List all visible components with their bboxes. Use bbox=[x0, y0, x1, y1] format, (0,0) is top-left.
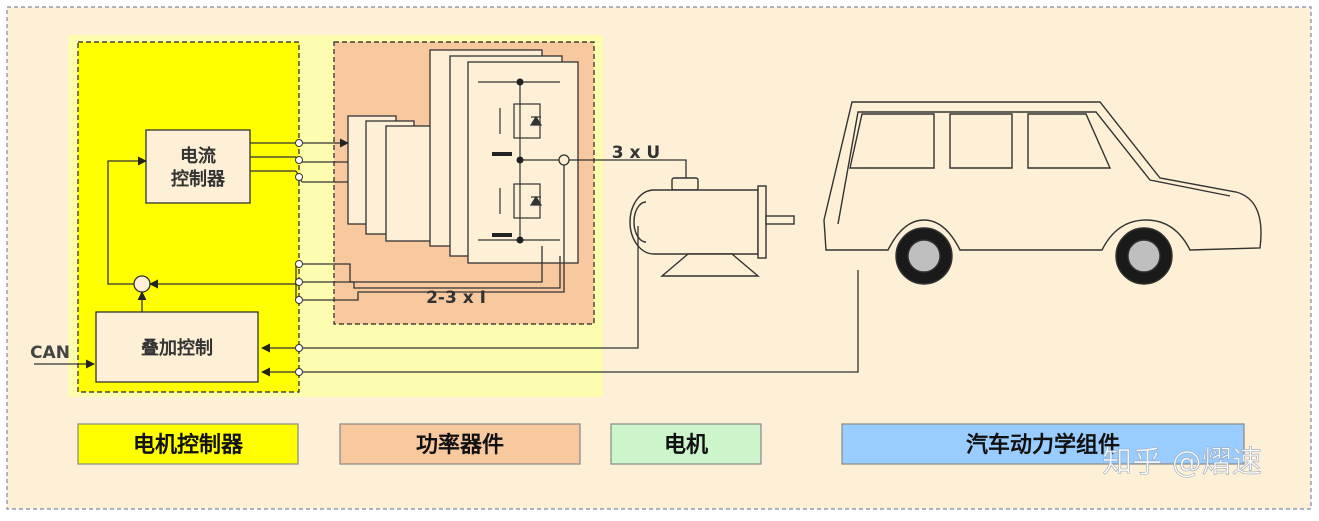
motor-icon bbox=[629, 177, 795, 277]
current-controller-label-line1: 电流 bbox=[180, 145, 216, 167]
gate-driver-stack bbox=[347, 115, 435, 242]
superposition-control-label: 叠加控制 bbox=[141, 337, 213, 359]
legend-vehicle-dynamics-label: 汽车动力学组件 bbox=[966, 432, 1120, 458]
inverter-nodes bbox=[492, 78, 524, 244]
gate-signal-terminals bbox=[295, 139, 303, 181]
current-feedback-lines bbox=[149, 165, 565, 301]
current-controller-label-line2: 控制器 bbox=[171, 168, 226, 190]
summing-junction bbox=[133, 275, 151, 293]
current-label: 2-3 x I bbox=[426, 288, 486, 308]
legend-motor-controller-swatch bbox=[77, 423, 299, 465]
legend-power-devices-label: 功率器件 bbox=[416, 432, 504, 458]
voltage-output-line bbox=[569, 159, 687, 178]
legend-motor-label: 电机 bbox=[664, 433, 708, 458]
feedback-terminals bbox=[295, 344, 303, 376]
legend-vehicle-dynamics-swatch bbox=[841, 423, 1245, 465]
current-sensor bbox=[558, 154, 570, 166]
current-feedback-terminals bbox=[295, 260, 303, 304]
vehicle-feedback-lines bbox=[34, 226, 859, 377]
can-label: CAN bbox=[30, 343, 70, 363]
legend-power-devices-swatch bbox=[339, 423, 581, 465]
feedback-loop-lines bbox=[107, 156, 147, 312]
legend: 电机控制器 功率器件 电机 汽车动力学组件 bbox=[77, 423, 1245, 465]
legend-motor-controller-label: 电机控制器 bbox=[133, 432, 244, 458]
watermark: 知乎 @熠速 bbox=[1102, 445, 1262, 480]
legend-motor-swatch bbox=[610, 423, 762, 465]
superposition-control-block: 叠加控制 bbox=[95, 311, 259, 383]
car-icon bbox=[823, 101, 1262, 285]
current-controller-block: 电流 控制器 bbox=[145, 129, 251, 204]
voltage-label: 3 x U bbox=[612, 143, 660, 163]
